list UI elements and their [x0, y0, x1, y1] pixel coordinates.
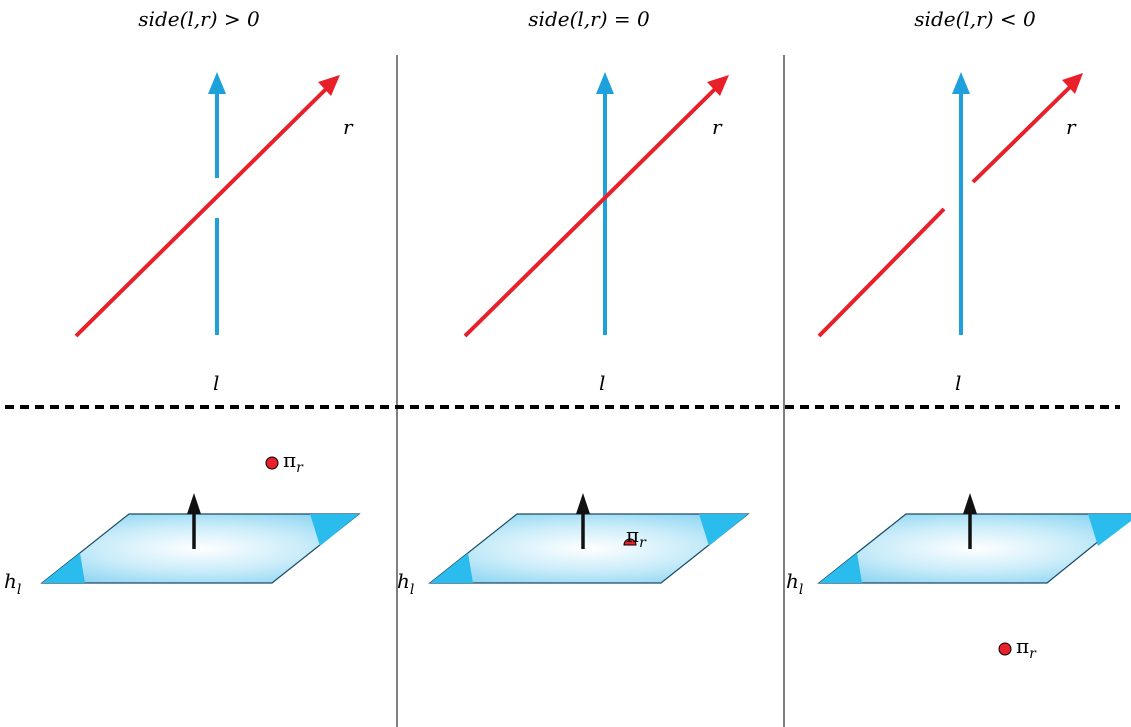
- point-label: πr: [283, 448, 304, 476]
- label-r: r: [1066, 115, 1077, 139]
- panel-title: side(l,r) > 0: [138, 7, 260, 31]
- normal-arrow: [576, 493, 590, 549]
- plane-label: hl: [786, 569, 803, 598]
- panel-positive: side(l,r) > 0 r l hl πr: [4, 7, 361, 598]
- label-l: l: [213, 371, 219, 395]
- plane-hl: [40, 513, 361, 584]
- point-pi-r: [265, 456, 279, 470]
- line-l: [952, 72, 970, 335]
- label-r: r: [343, 115, 354, 139]
- point-label: πr: [1016, 634, 1037, 662]
- normal-arrow: [963, 493, 977, 549]
- panel-title: side(l,r) = 0: [528, 7, 650, 31]
- plane-label: hl: [397, 569, 414, 598]
- label-l: l: [599, 371, 605, 395]
- panel-title: side(l,r) < 0: [914, 7, 1036, 31]
- plane-hl: [428, 513, 750, 584]
- plane-label: hl: [4, 569, 21, 598]
- line-l: [596, 72, 614, 335]
- line-r: [74, 75, 340, 338]
- point-pi-r: [623, 538, 637, 546]
- point-label: πr: [626, 523, 647, 551]
- label-l: l: [955, 371, 961, 395]
- point-pi-r: [998, 642, 1012, 656]
- line-l: [208, 72, 226, 335]
- panel-zero: side(l,r) = 0 r l hl πr: [397, 7, 750, 598]
- line-r: [463, 75, 729, 338]
- panel-negative: side(l,r) < 0 r l hl πr: [786, 7, 1131, 662]
- label-r: r: [712, 115, 723, 139]
- plane-hl: [817, 513, 1131, 584]
- line-r: [817, 73, 1083, 338]
- normal-arrow: [187, 493, 201, 549]
